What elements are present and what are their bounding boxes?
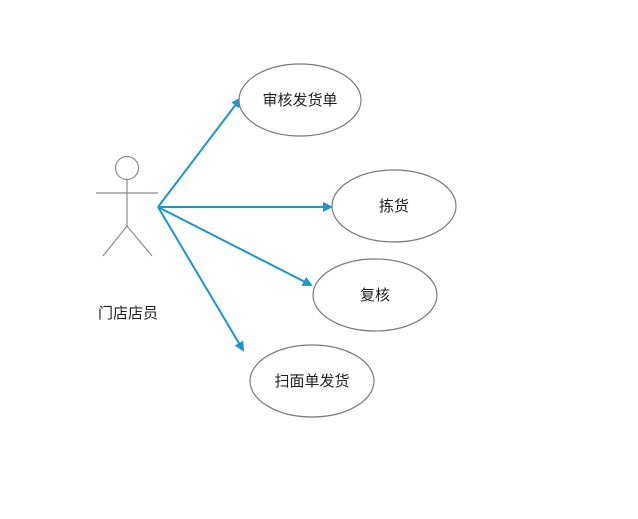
use-case-scan-and-ship[interactable]: 扫面单发货 [249,344,375,418]
use-case-picking[interactable]: 拣货 [331,169,457,243]
association-arrow-review-shipping-order[interactable] [157,97,242,208]
use-case-label: 扫面单发货 [274,372,349,390]
use-case-ellipse [249,344,375,418]
use-case-ellipse [238,63,362,137]
association-arrow-recheck[interactable] [157,206,313,286]
actor-left-leg [102,225,128,257]
use-case-recheck[interactable]: 复核 [312,258,438,332]
actor-store-clerk[interactable]: 门店店员 [96,155,158,323]
use-case-review-shipping-order[interactable]: 审核发货单 [238,63,362,137]
actor-head [114,155,140,181]
use-case-label: 复核 [360,286,390,304]
use-case-ellipse [312,258,438,332]
use-case-ellipse [331,169,457,243]
associations [157,97,333,352]
actor-right-leg [126,225,153,257]
actor-label: 门店店员 [98,304,158,322]
use-case-label: 拣货 [379,197,409,215]
association-arrow-scan-and-ship[interactable] [157,206,245,352]
use-case-label: 审核发货单 [262,91,337,109]
